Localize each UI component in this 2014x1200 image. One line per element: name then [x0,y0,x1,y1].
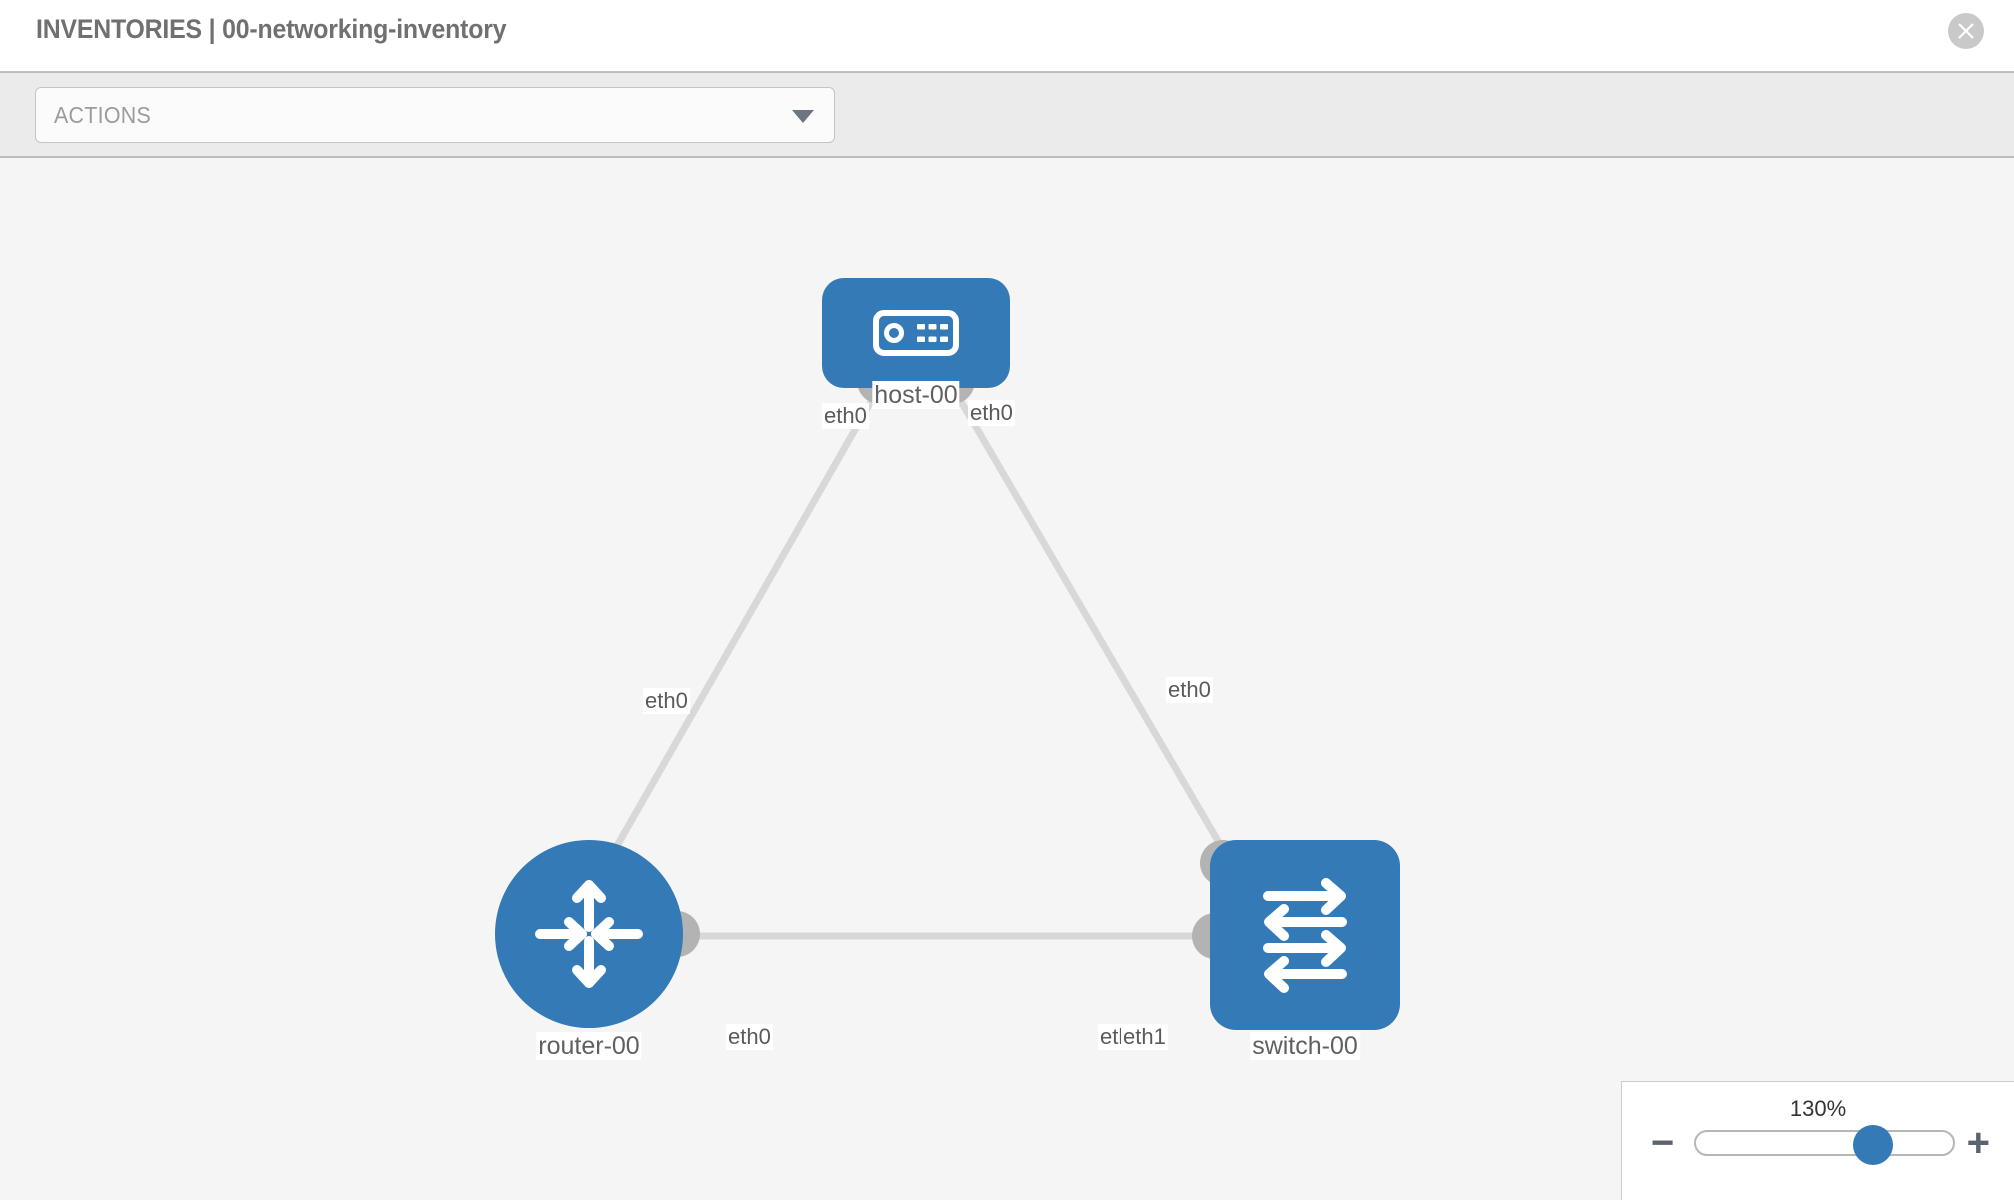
node-host-00-label: host-00 [872,381,960,409]
edge-host-switch [948,382,1232,862]
node-switch-00-label: switch-00 [1250,1032,1360,1060]
page-title: INVENTORIES | 00-networking-inventory [36,14,507,44]
zoom-out-button[interactable]: − [1651,1121,1675,1165]
page-header: INVENTORIES | 00-networking-inventory [0,0,2014,71]
if-label-switch-left: eth1 [1121,1024,1168,1050]
router-arrows-icon [535,880,643,988]
chevron-down-icon [792,110,814,123]
node-router-00-label: router-00 [536,1032,642,1060]
node-router-00[interactable]: router-00 [495,840,683,1060]
edge-host-router [606,382,884,862]
zoom-slider-thumb[interactable] [1853,1125,1893,1165]
zoom-control-panel: 130% − + [1621,1081,2014,1200]
actions-dropdown[interactable]: ACTIONS [35,87,835,143]
node-host-00-shape [822,278,1010,388]
zoom-percent-label: 130% [1789,1096,1847,1121]
close-icon[interactable] [1948,13,1984,49]
if-label-host-left: eth0 [822,403,869,429]
node-router-00-shape [495,840,683,1028]
node-switch-00[interactable]: switch-00 [1210,840,1400,1060]
if-label-switch-upper: eth0 [1166,677,1213,703]
topology-canvas[interactable]: host-00 [0,158,2014,1200]
toolbar: ACTIONS SEARCH [0,71,2014,214]
if-label-router-right: eth0 [726,1024,773,1050]
topology-edges [606,382,1244,940]
node-host-00[interactable]: host-00 [822,278,1010,409]
zoom-in-button[interactable]: + [1966,1121,1990,1165]
actions-dropdown-label: ACTIONS [54,102,152,128]
zoom-slider[interactable] [1694,1125,1955,1165]
switch-arrows-icon [1263,878,1347,993]
node-switch-00-shape [1210,840,1400,1030]
if-label-router-upper: eth0 [643,688,690,714]
server-icon [873,310,959,356]
if-label-host-right: eth0 [968,400,1015,426]
